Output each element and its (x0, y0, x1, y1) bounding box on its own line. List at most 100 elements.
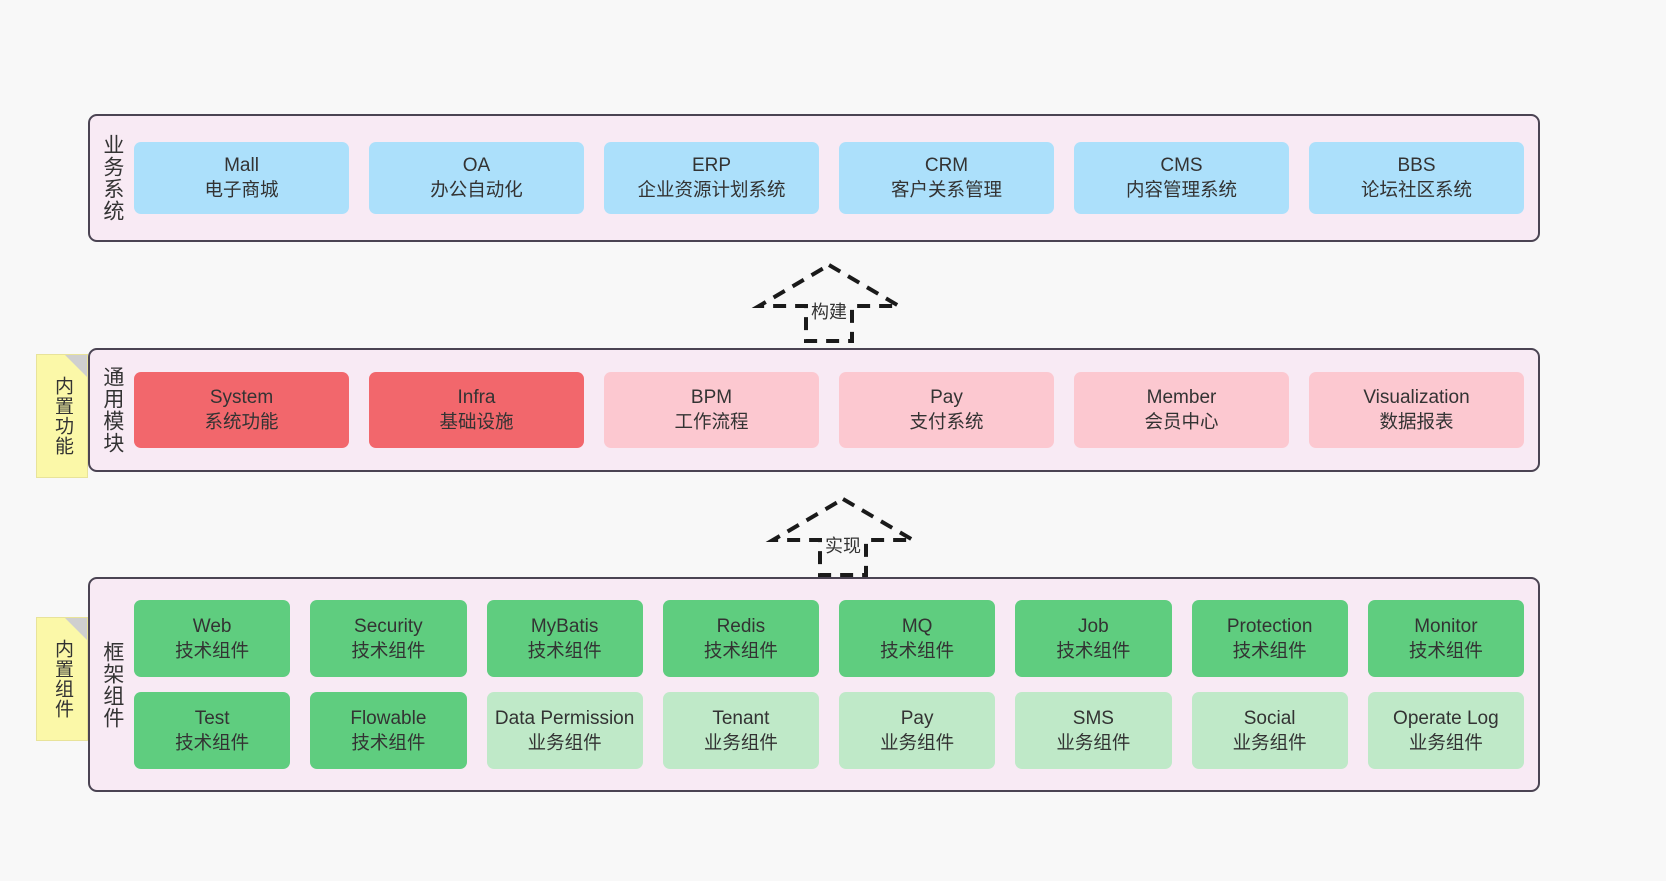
card-subtitle: 业务组件 (1056, 731, 1131, 753)
layer-label-framework: 框架组件 (100, 640, 124, 729)
card-subtitle: 基础设施 (439, 411, 514, 433)
layer-framework-row-2: Test 技术组件 Flowable 技术组件 Data Permission … (134, 692, 1524, 769)
layer-framework-row-1: Web 技术组件 Security 技术组件 MyBatis 技术组件 Redi… (134, 600, 1524, 677)
card-subtitle: 企业资源计划系统 (637, 179, 786, 201)
card-cms[interactable]: CMS 内容管理系统 (1074, 142, 1289, 214)
card-subtitle: 技术组件 (1232, 639, 1307, 661)
layer-business-row-1: Mall 电子商城 OA 办公自动化 ERP 企业资源计划系统 CRM 客户关系… (134, 142, 1524, 214)
card-title: OA (462, 155, 491, 176)
card-title: Data Permission (494, 707, 635, 729)
layer-body-common: System 系统功能 Infra 基础设施 BPM 工作流程 Pay 支付系统… (134, 350, 1538, 470)
dashed-hollow-arrow-up-icon (751, 262, 907, 343)
card-crm[interactable]: CRM 客户关系管理 (839, 142, 1054, 214)
card-security[interactable]: Security 技术组件 (310, 600, 467, 677)
note-builtin-components: 内置组件 (36, 617, 88, 741)
card-bbs[interactable]: BBS 论坛社区系统 (1309, 142, 1524, 214)
layer-label-common: 通用模块 (100, 366, 124, 454)
card-title: MQ (901, 615, 933, 637)
note-fold-icon (65, 355, 87, 377)
note-label: 内置组件 (51, 639, 73, 719)
layer-common-row-1: System 系统功能 Infra 基础设施 BPM 工作流程 Pay 支付系统… (134, 372, 1524, 448)
card-subtitle: 业务组件 (703, 731, 778, 753)
card-title: Mall (224, 155, 259, 176)
card-tenant[interactable]: Tenant 业务组件 (662, 692, 819, 769)
card-job[interactable]: Job 技术组件 (1015, 600, 1172, 677)
card-title: Visualization (1363, 387, 1470, 408)
card-subtitle: 办公自动化 (430, 179, 523, 201)
card-title: Tenant (712, 707, 770, 729)
card-subtitle: 技术组件 (527, 639, 602, 661)
card-title: ERP (691, 155, 732, 176)
layer-business-systems: 业务系统 Mall 电子商城 OA 办公自动化 ERP 企业资源计划系统 CRM… (88, 114, 1540, 242)
card-title: Infra (457, 387, 496, 408)
card-subtitle: 工作流程 (674, 411, 749, 433)
card-member[interactable]: Member 会员中心 (1074, 372, 1289, 448)
card-sms[interactable]: SMS 业务组件 (1015, 692, 1172, 769)
card-subtitle: 业务组件 (527, 731, 602, 753)
card-title: Flowable (350, 707, 427, 729)
card-title: Social (1243, 707, 1296, 729)
card-flowable[interactable]: Flowable 技术组件 (310, 692, 467, 769)
card-monitor[interactable]: Monitor 技术组件 (1367, 600, 1524, 677)
card-title: Operate Log (1393, 707, 1499, 729)
card-redis[interactable]: Redis 技术组件 (662, 600, 819, 677)
card-infra[interactable]: Infra 基础设施 (369, 372, 584, 448)
card-erp[interactable]: ERP 企业资源计划系统 (604, 142, 819, 214)
card-title: Redis (716, 615, 766, 637)
card-visualization[interactable]: Visualization 数据报表 (1309, 372, 1524, 448)
card-subtitle: 技术组件 (351, 731, 426, 753)
card-title: Job (1078, 615, 1109, 637)
card-subtitle: 电子商城 (204, 179, 279, 201)
card-pay-module[interactable]: Pay 支付系统 (839, 372, 1054, 448)
card-subtitle: 技术组件 (351, 639, 426, 661)
card-subtitle: 技术组件 (175, 639, 250, 661)
card-subtitle: 技术组件 (1408, 639, 1483, 661)
note-fold-icon (65, 618, 87, 640)
card-test[interactable]: Test 技术组件 (134, 692, 291, 769)
card-web[interactable]: Web 技术组件 (134, 600, 291, 677)
card-mq[interactable]: MQ 技术组件 (839, 600, 996, 677)
card-subtitle: 技术组件 (175, 731, 250, 753)
card-data-permission[interactable]: Data Permission 业务组件 (486, 692, 643, 769)
card-subtitle: 支付系统 (909, 411, 984, 433)
card-title: Test (194, 707, 230, 729)
card-title: Protection (1226, 615, 1313, 637)
card-subtitle: 论坛社区系统 (1360, 179, 1472, 201)
card-bpm[interactable]: BPM 工作流程 (604, 372, 819, 448)
card-subtitle: 数据报表 (1379, 411, 1454, 433)
card-subtitle: 会员中心 (1144, 411, 1219, 433)
card-title: BPM (690, 387, 733, 408)
card-subtitle: 系统功能 (204, 411, 279, 433)
card-title: SMS (1072, 707, 1114, 729)
card-subtitle: 业务组件 (1232, 731, 1307, 753)
card-subtitle: 业务组件 (880, 731, 955, 753)
card-mall[interactable]: Mall 电子商城 (134, 142, 349, 214)
card-title: CRM (924, 155, 969, 176)
card-title: BBS (1397, 155, 1436, 176)
card-system[interactable]: System 系统功能 (134, 372, 349, 448)
layer-common-modules: 通用模块 System 系统功能 Infra 基础设施 BPM 工作流程 Pay… (88, 348, 1540, 472)
card-social[interactable]: Social 业务组件 (1191, 692, 1348, 769)
card-subtitle: 技术组件 (703, 639, 778, 661)
card-mybatis[interactable]: MyBatis 技术组件 (486, 600, 643, 677)
card-title: CMS (1160, 155, 1203, 176)
connector-implement: 实现 (765, 496, 921, 578)
card-title: Monitor (1414, 615, 1478, 637)
layer-body-framework: Web 技术组件 Security 技术组件 MyBatis 技术组件 Redi… (134, 579, 1538, 790)
dashed-hollow-arrow-up-icon (765, 496, 921, 577)
card-title: Web (192, 615, 232, 637)
connector-build: 构建 (751, 262, 907, 344)
card-title: System (209, 387, 274, 408)
card-title: Pay (930, 387, 963, 408)
card-oa[interactable]: OA 办公自动化 (369, 142, 584, 214)
card-subtitle: 客户关系管理 (890, 179, 1002, 201)
card-pay-component[interactable]: Pay 业务组件 (839, 692, 996, 769)
card-operate-log[interactable]: Operate Log 业务组件 (1367, 692, 1524, 769)
card-subtitle: 内容管理系统 (1125, 179, 1237, 201)
layer-framework-components: 框架组件 Web 技术组件 Security 技术组件 MyBatis 技术组件… (88, 577, 1540, 792)
card-title: MyBatis (530, 615, 599, 637)
note-builtin-features: 内置功能 (36, 354, 88, 478)
layer-body-business: Mall 电子商城 OA 办公自动化 ERP 企业资源计划系统 CRM 客户关系… (134, 116, 1538, 240)
card-protection[interactable]: Protection 技术组件 (1191, 600, 1348, 677)
